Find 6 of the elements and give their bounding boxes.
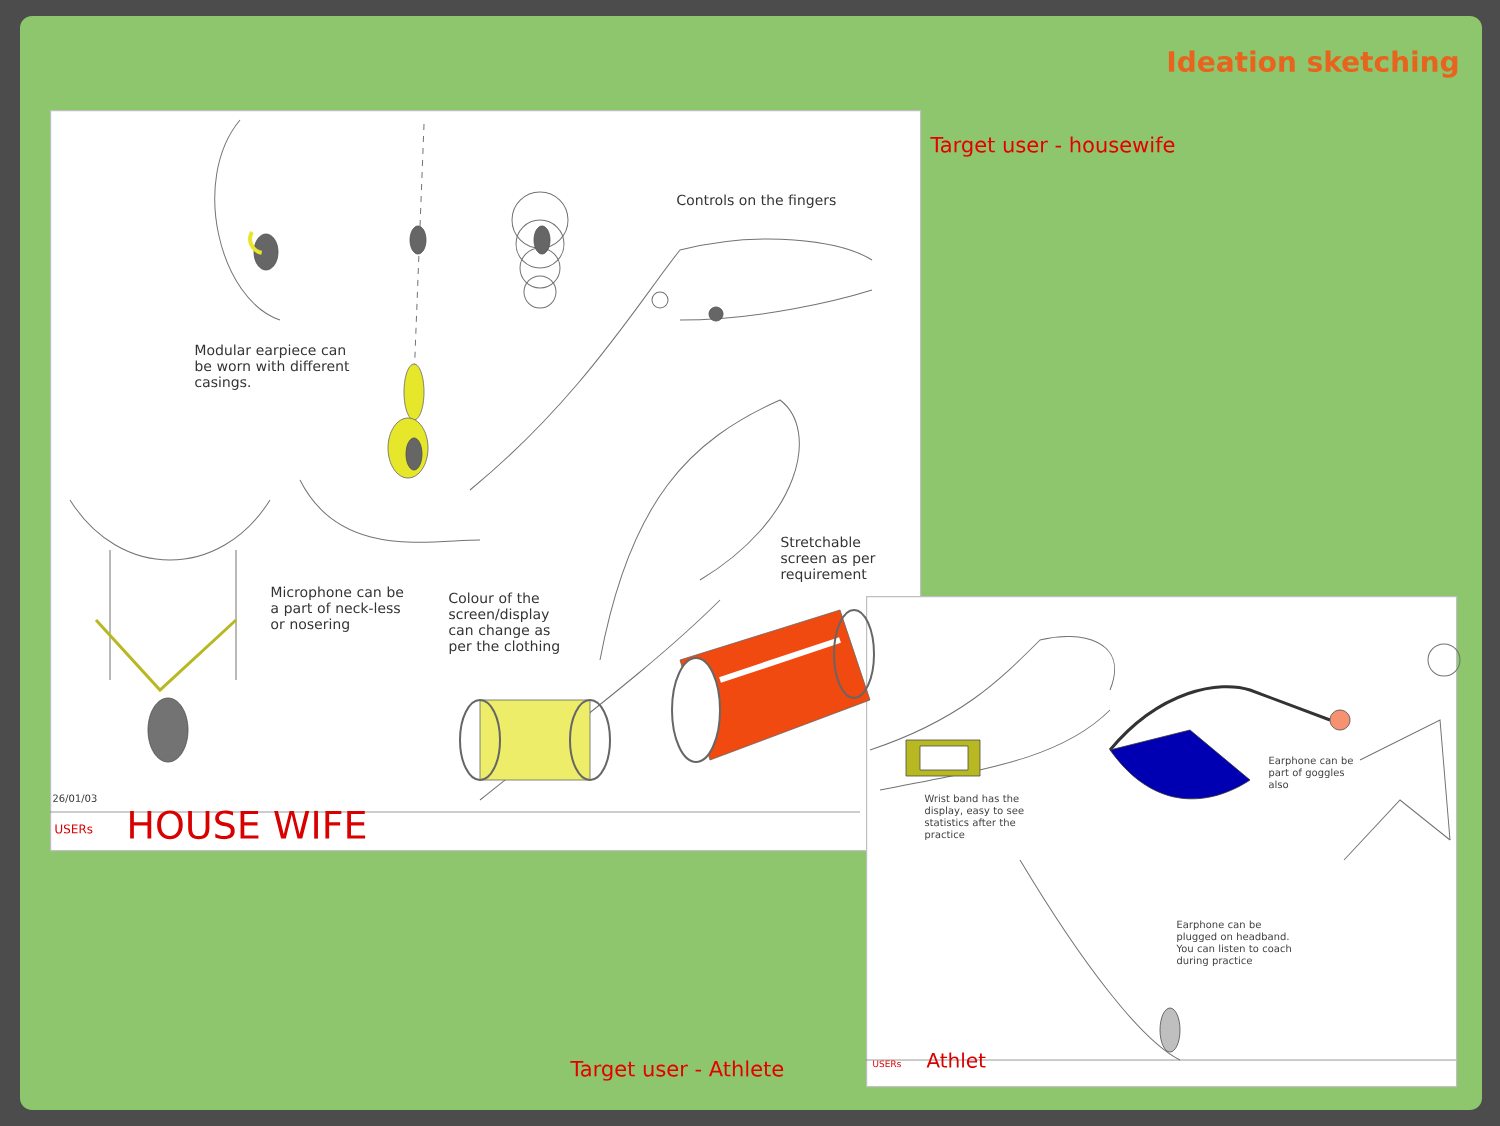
slide-title: Ideation sketching	[1168, 50, 1458, 78]
sketch-sheet	[50, 110, 922, 852]
sketch-sheet	[866, 596, 1458, 1088]
label-text: Target user - Athlete	[570, 1060, 784, 1081]
user-title: HOUSE WIFE	[130, 810, 366, 840]
user-title: Athlet	[926, 1052, 986, 1068]
